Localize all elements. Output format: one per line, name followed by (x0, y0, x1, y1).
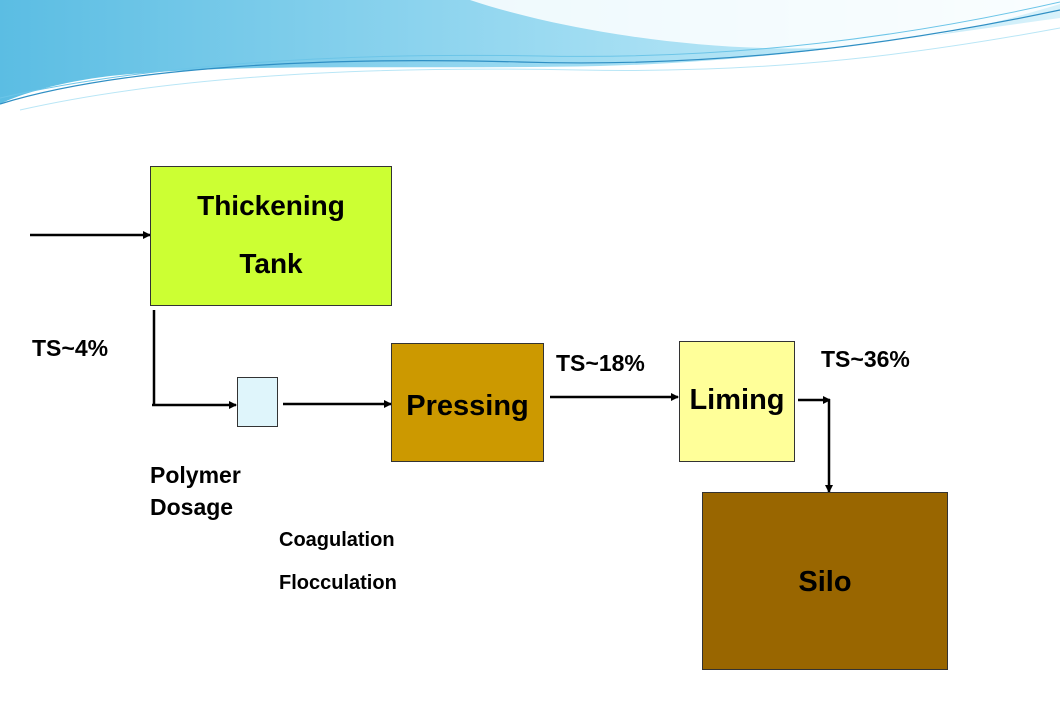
polymer-mixer-box (237, 377, 278, 427)
pressing-box: Pressing (391, 343, 544, 462)
polymer-label-line2: Dosage (150, 494, 234, 520)
thickening-tank-label-line2: Tank (239, 248, 303, 279)
flocculation-label: Flocculation (279, 572, 397, 594)
pressing-label: Pressing (406, 390, 529, 422)
ts-after-liming-label: TS~36% (821, 346, 910, 372)
banner-wave-line-2 (0, 1, 1060, 99)
liming-label: Liming (689, 384, 785, 416)
thickening-tank-label-line1: Thickening (197, 190, 345, 221)
silo-label: Silo (798, 565, 852, 598)
polymer-label-line1: Polymer (150, 462, 241, 488)
thickening-tank-box: Thickening Tank (150, 166, 392, 306)
ts-inlet-label: TS~4% (32, 335, 109, 361)
wave-banner (0, 0, 1060, 111)
ts-after-pressing-label: TS~18% (556, 350, 645, 376)
banner-wave-line-1 (0, 9, 1060, 105)
banner-wave-line-3 (19, 27, 1060, 111)
silo-box: Silo (702, 492, 948, 670)
liming-box: Liming (679, 341, 795, 462)
coagulation-label: Coagulation (279, 529, 395, 551)
polymer-dosage-label: Polymer Dosage (150, 459, 241, 523)
